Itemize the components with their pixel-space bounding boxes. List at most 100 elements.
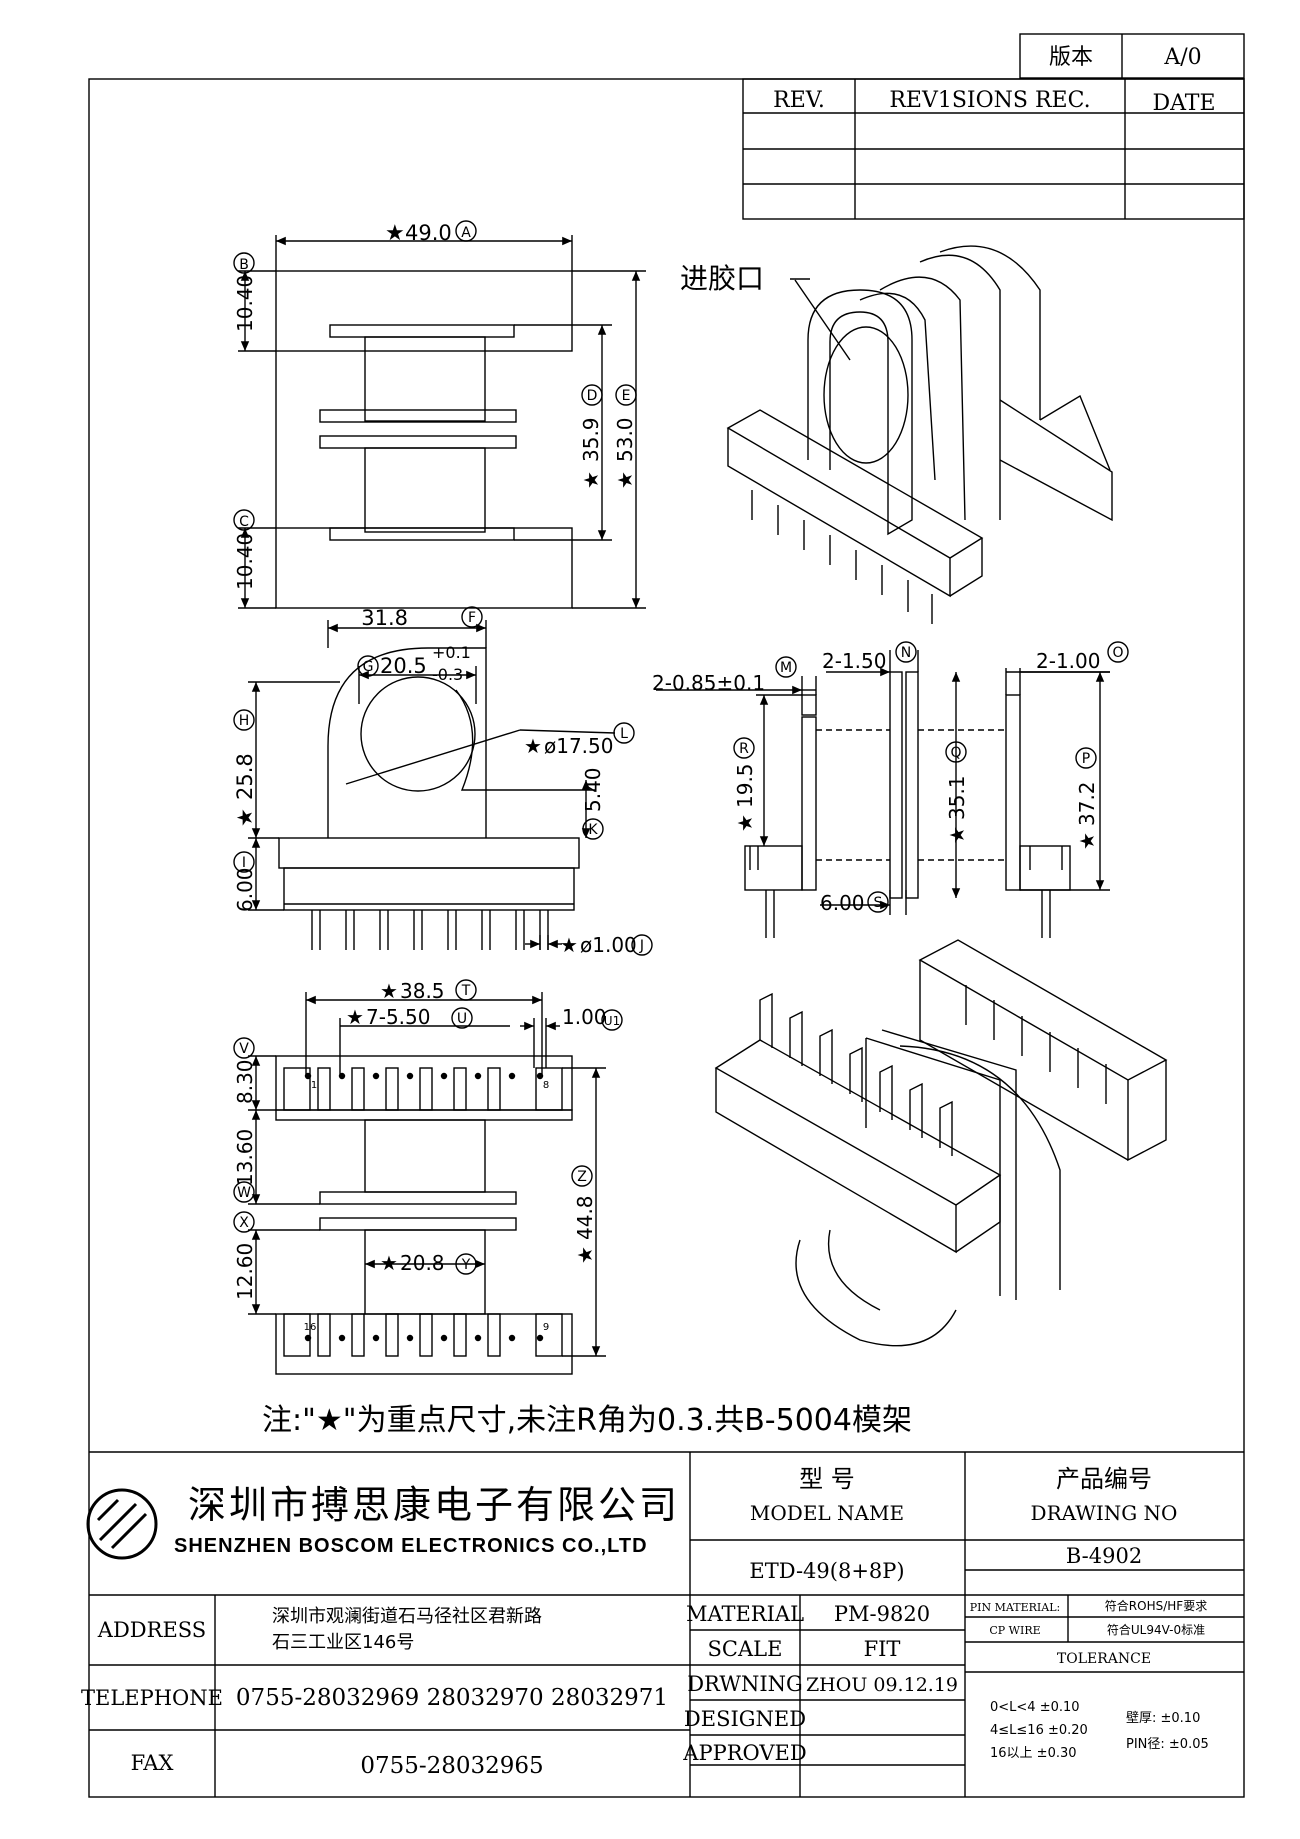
tolerance-label: TOLERANCE — [1057, 1651, 1151, 1667]
label-R: R — [739, 741, 749, 757]
drawing-no-en: DRAWING NO — [1031, 1501, 1178, 1525]
tolerance-row3: 16以上 ±0.30 — [990, 1746, 1077, 1761]
pin-16-label: 16 — [304, 1322, 317, 1333]
material-label: MATERIAL — [686, 1602, 804, 1626]
dim-P-value: 37.2 — [1075, 781, 1099, 826]
dim-T-value: 38.5 — [400, 979, 445, 1003]
version-label: 版本 — [1049, 45, 1093, 70]
front-pins — [311, 910, 549, 950]
drawing-by: ZHOU 09.12.19 — [806, 1674, 958, 1696]
dim-H-value: 25.8 — [233, 753, 257, 800]
gate-label: 进胶口 — [680, 262, 764, 295]
address-label: ADDRESS — [97, 1618, 206, 1642]
iso-view-top — [726, 245, 1113, 624]
side-view — [656, 641, 1129, 938]
model-name-en: MODEL NAME — [750, 1501, 904, 1525]
dim-R-value: 19.5 — [733, 763, 757, 808]
dim-Q-value: 35.1 — [945, 775, 969, 820]
address-line1: 深圳市观澜街道石马径社区君新路 — [272, 1606, 542, 1627]
frame-border — [88, 78, 1245, 1798]
revisions-table: REV. REV1SIONS REC. DATE — [742, 78, 1245, 220]
iso-bottom-fins — [759, 992, 953, 1156]
label-J: J — [639, 938, 644, 954]
iso-bottom-pins — [965, 985, 1107, 1104]
label-Y: Y — [461, 1257, 471, 1273]
dim-E-star: ★ — [613, 471, 637, 489]
dim-N-value: 2-1.50 — [822, 649, 886, 673]
tolerance-row2: 4≤L≤16 ±0.20 — [990, 1723, 1088, 1738]
label-D: D — [587, 388, 598, 404]
dim-G-value: 20.5 — [380, 654, 427, 678]
company-name-en: SHENZHEN BOSCOM ELECTRONICS CO.,LTD — [174, 1535, 648, 1557]
dim-A-value: 49.0 — [405, 221, 452, 245]
dim-G-tol-plus: +0.1 — [432, 643, 471, 662]
bottom-pin-dots — [304, 1072, 544, 1342]
drawing-label: DRWNING — [687, 1672, 803, 1696]
note-text: 注:"★"为重点尺寸,未注R角为0.3.共B-5004模架 — [262, 1403, 912, 1438]
pin-material-value: 符合ROHS/HF要求 — [1105, 1598, 1207, 1613]
top-view — [233, 220, 646, 609]
label-U1: U1 — [604, 1014, 620, 1028]
label-P: P — [1082, 751, 1090, 767]
dim-U1-value: 1.00 — [562, 1005, 607, 1029]
dim-Y-value: 20.8 — [400, 1251, 445, 1275]
cp-wire-label: CP WIRE — [989, 1624, 1040, 1637]
fax-label: FAX — [131, 1751, 174, 1775]
dim-U-star: ★ — [346, 1005, 364, 1029]
dim-J-value: ø1.00 — [580, 933, 637, 957]
label-K: K — [588, 822, 598, 838]
model-name-cn: 型 号 — [799, 1465, 855, 1493]
address-line2: 石三工业区146号 — [272, 1632, 414, 1653]
pin-1-label: 1 — [311, 1080, 317, 1091]
dim-Z-value: 44.8 — [573, 1195, 597, 1240]
label-X: X — [239, 1215, 249, 1231]
approved-label: APPROVED — [682, 1741, 806, 1765]
iso-top-pins — [751, 490, 933, 624]
pin-tolerance: PIN径: ±0.05 — [1126, 1737, 1209, 1752]
dim-Q-star: ★ — [945, 826, 969, 844]
dim-A-star: ★ — [385, 221, 405, 246]
label-E: E — [622, 388, 631, 404]
dim-C-value: 10.40 — [233, 533, 257, 590]
dim-O-value: 2-1.00 — [1036, 649, 1100, 673]
scale-value: FIT — [864, 1637, 901, 1661]
dim-R-star: ★ — [733, 814, 757, 832]
dim-D-value: 35.9 — [579, 417, 603, 462]
title-block — [89, 1451, 1244, 1797]
pin-9-label: 9 — [543, 1322, 549, 1333]
label-A: A — [461, 225, 471, 241]
date-header: DATE — [1152, 91, 1215, 116]
dim-L-star: ★ — [524, 734, 542, 758]
iso-view-bottom — [714, 939, 1168, 1347]
dim-Z-star: ★ — [573, 1246, 597, 1264]
wall-tolerance: 壁厚: ±0.10 — [1126, 1711, 1200, 1726]
dim-B-value: 10.40 — [233, 275, 257, 332]
bottom-view — [233, 979, 623, 1375]
label-M: M — [780, 660, 792, 676]
cp-wire-value: 符合UL94V-0标准 — [1107, 1622, 1205, 1637]
pin-8-label: 8 — [543, 1080, 549, 1091]
dim-P-star: ★ — [1075, 832, 1099, 850]
pin-material-label: PIN MATERIAL: — [970, 1601, 1060, 1614]
dim-I-value: 6.00 — [233, 867, 257, 912]
bottom-pin-slots — [317, 1067, 501, 1357]
dim-T-star: ★ — [380, 979, 398, 1003]
label-N: N — [901, 645, 911, 661]
fax-value: 0755-28032965 — [360, 1753, 543, 1779]
dim-S-value: 6.00 — [820, 891, 865, 915]
drawing-no-cn: 产品编号 — [1056, 1465, 1152, 1493]
rev-rec-header: REV1SIONS REC. — [889, 88, 1090, 113]
dim-W-value: 13.60 — [233, 1129, 257, 1186]
dim-H-star: ★ — [233, 808, 257, 827]
label-L: L — [620, 726, 628, 742]
scale-label: SCALE — [708, 1637, 783, 1661]
dim-D-star: ★ — [579, 471, 603, 489]
designed-label: DESIGNED — [684, 1707, 806, 1731]
version-box: 版本 A/0 — [1019, 33, 1245, 79]
label-B: B — [239, 257, 249, 273]
label-G: G — [363, 659, 374, 675]
label-T: T — [461, 983, 471, 999]
label-U: U — [457, 1011, 467, 1027]
dim-E-value: 53.0 — [613, 417, 637, 462]
